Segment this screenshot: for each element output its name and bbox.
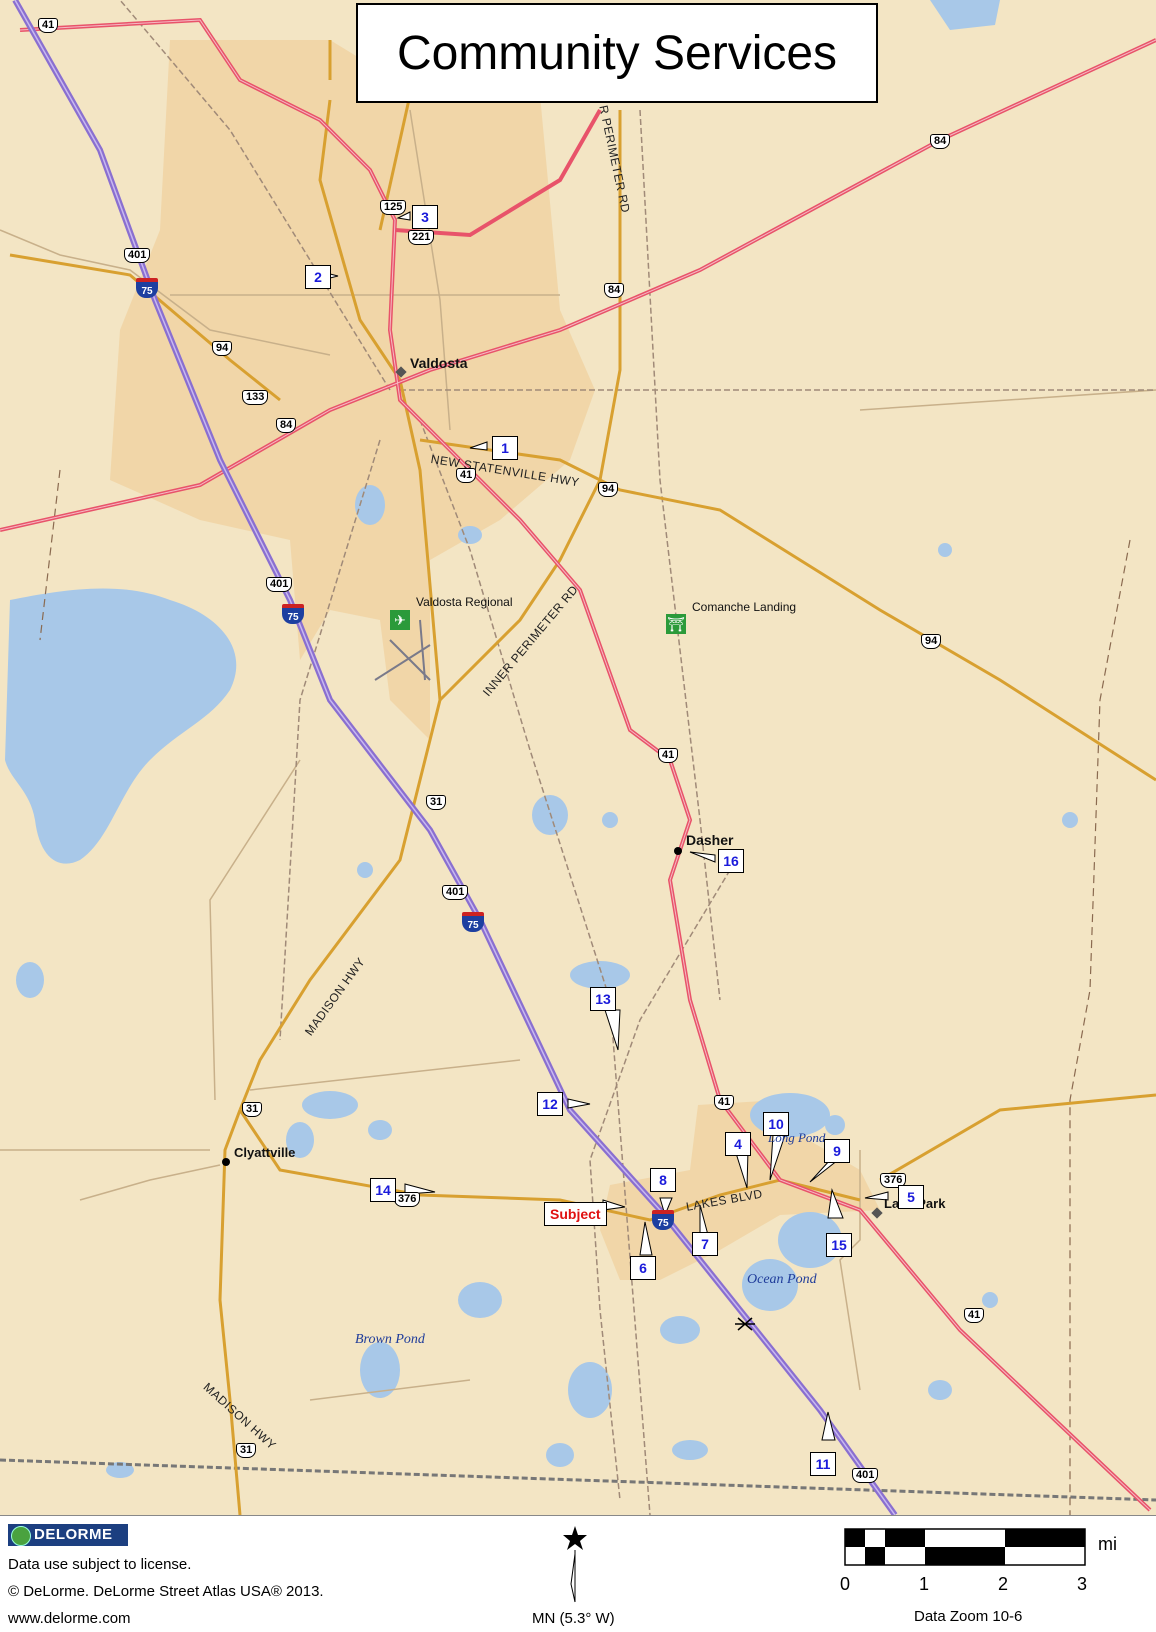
state-roads	[9, 40, 1156, 1515]
marker-2[interactable]: 2	[305, 265, 331, 289]
logo-text: DELORME	[34, 1526, 113, 1543]
label-clyattville: Clyattville	[234, 1145, 296, 1160]
county-boundaries	[39, 469, 1131, 1515]
marker-12[interactable]: 12	[537, 1092, 563, 1116]
map-graphics	[0, 0, 1156, 1515]
airport-runways	[374, 619, 431, 681]
label-ocean-pond: Ocean Pond	[747, 1272, 817, 1287]
map-footer: DELORME Data use subject to license. © D…	[0, 1515, 1156, 1632]
shield-us-41-lakes: 41	[714, 1095, 735, 1110]
label-dasher: Dasher	[686, 832, 734, 848]
label-valdosta: Valdosta	[410, 355, 468, 371]
minor-roads	[0, 109, 1156, 1401]
north-arrow-icon	[563, 1526, 587, 1603]
website-link[interactable]: www.delorme.com	[8, 1610, 131, 1627]
shield-31-south: 31	[236, 1443, 257, 1458]
shield-us-401-north: 401	[124, 248, 151, 263]
marker-13[interactable]: 13	[590, 987, 616, 1011]
railroads	[0, 0, 1156, 1515]
shield-133: 133	[242, 390, 269, 405]
marker-16[interactable]: 16	[718, 849, 744, 873]
shield-us-84-far-east: 84	[930, 134, 951, 149]
shield-us-41-southeast: 41	[964, 1308, 985, 1323]
shield-us-84-west: 84	[276, 418, 297, 433]
marker-subject[interactable]: Subject	[544, 1202, 607, 1226]
interstate-shield-75-north: 75	[136, 278, 158, 298]
shield-376-west: 376	[394, 1192, 421, 1207]
ponds	[16, 485, 1078, 1478]
delorme-logo: DELORME	[8, 1524, 128, 1546]
north-declination: MN (5.3° W)	[532, 1610, 615, 1627]
shield-us-41-south: 41	[658, 748, 679, 763]
map-canvas[interactable]: Community Services Valdosta Dasher Clyat…	[0, 0, 1156, 1515]
shield-94-west: 94	[212, 341, 233, 356]
marker-15[interactable]: 15	[826, 1233, 852, 1257]
scale-bar	[844, 1528, 1086, 1566]
interstate-shield-75-mid: 75	[282, 604, 304, 624]
label-comanche-landing: Comanche Landing	[692, 600, 797, 614]
shield-us-41-north: 41	[38, 18, 59, 33]
marker-6[interactable]: 6	[630, 1256, 656, 1280]
scale-tick-0: 0	[840, 1574, 851, 1594]
scale-tick-1: 1	[919, 1574, 930, 1594]
marker-8[interactable]: 8	[650, 1168, 676, 1192]
water-body-top	[930, 0, 1000, 30]
shield-us-401-mid: 401	[266, 577, 293, 592]
marker-9[interactable]: 9	[824, 1139, 850, 1163]
shield-us-221: 221	[408, 230, 435, 245]
scale-tick-3: 3	[1077, 1574, 1088, 1594]
shield-376-east: 376	[880, 1173, 907, 1188]
marker-1[interactable]: 1	[492, 436, 518, 460]
map-title: Community Services	[356, 3, 878, 103]
marker-11[interactable]: 11	[810, 1452, 836, 1476]
urban-area-valdosta	[110, 40, 595, 740]
globe-icon	[11, 1526, 31, 1546]
label-valdosta-regional: Valdosta Regional	[416, 595, 513, 609]
interstate-shield-75-lakes: 75	[652, 1210, 674, 1230]
interstate-shield-75-south: 75	[462, 912, 484, 932]
marker-14[interactable]: 14	[370, 1178, 396, 1202]
shield-us-84-east: 84	[604, 283, 625, 298]
shield-us-401-far-south: 401	[852, 1468, 879, 1483]
picnic-area-icon: ⛩	[666, 614, 686, 634]
airport-icon: ✈	[390, 610, 410, 630]
shield-us-401-south: 401	[442, 885, 469, 900]
marker-7[interactable]: 7	[692, 1232, 718, 1256]
scale-unit: mi	[1098, 1534, 1117, 1554]
marker-10[interactable]: 10	[763, 1112, 789, 1136]
shield-125: 125	[380, 200, 407, 215]
town-dots	[222, 366, 883, 1219]
marker-4[interactable]: 4	[725, 1132, 751, 1156]
data-zoom: Data Zoom 10-6	[914, 1608, 1023, 1625]
label-brown-pond: Brown Pond	[355, 1332, 425, 1347]
copyright-text: © DeLorme. DeLorme Street Atlas USA® 201…	[8, 1583, 324, 1600]
shield-31-clyattville: 31	[242, 1102, 263, 1117]
marker-5[interactable]: 5	[898, 1185, 924, 1209]
shield-94-far-east: 94	[921, 634, 942, 649]
license-text: Data use subject to license.	[8, 1556, 192, 1573]
scale-tick-2: 2	[998, 1574, 1009, 1594]
marker-3[interactable]: 3	[412, 205, 438, 229]
shield-94-east: 94	[598, 482, 619, 497]
marker-pointers	[321, 211, 889, 1441]
picnic-icon	[735, 1317, 755, 1331]
water-body-grand-bay	[5, 588, 237, 864]
shield-us-41-city: 41	[456, 468, 477, 483]
shield-31-north: 31	[426, 795, 447, 810]
